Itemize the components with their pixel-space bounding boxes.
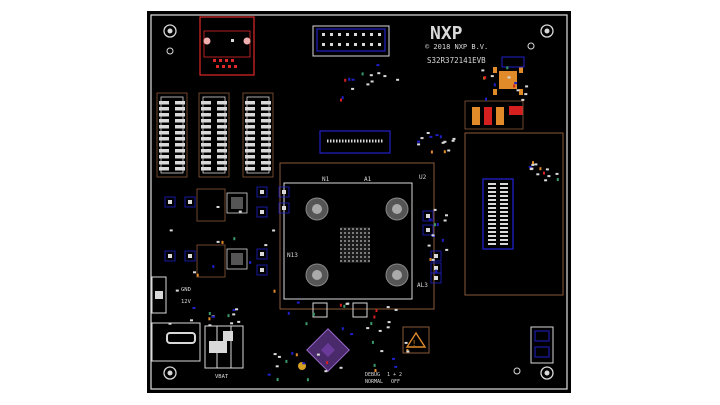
soic-chips [156, 92, 274, 178]
label-a1: A1 [364, 176, 372, 183]
nxp-logo: NXP [430, 23, 463, 44]
debug-header [312, 25, 390, 57]
bottom-mcu: ! [298, 302, 430, 372]
label-normal: NORMAL [365, 379, 383, 385]
smd-components [168, 64, 559, 382]
bottom-right-connector [530, 326, 554, 364]
copyright-text: © 2018 NXP B.V. [425, 43, 488, 51]
label-al3: AL3 [417, 282, 428, 289]
label-gnd: GND [181, 287, 191, 293]
right-connector [464, 132, 564, 296]
part-number: S32R372141EVB [427, 56, 486, 65]
pcb-layout: NXP © 2018 NXP B.V. S32R372141EVB N1 A1 … [150, 14, 568, 390]
logo-text: NXP [430, 23, 463, 44]
label-u2: U2 [419, 174, 427, 181]
label-vbat: VBAT [215, 374, 229, 380]
pcb-board: NXP © 2018 NXP B.V. S32R372141EVB N1 A1 … [147, 11, 571, 393]
board-outline [150, 14, 568, 390]
label-debug-pins: 1 + 2 [387, 372, 402, 378]
label-n1: N1 [322, 176, 330, 183]
mcu-package [279, 162, 435, 310]
flex-connector [319, 130, 391, 154]
label-12v: 12V [181, 299, 192, 305]
power-components [464, 56, 525, 130]
power-input [151, 276, 244, 369]
regulator-cluster [164, 186, 442, 284]
ethernet-connector [199, 16, 255, 76]
label-n13: N13 [287, 252, 298, 259]
label-off: OFF [391, 379, 400, 385]
label-debug: DEBUG [365, 372, 380, 378]
svg-text:!: ! [413, 339, 415, 348]
mounting-holes [163, 24, 554, 380]
